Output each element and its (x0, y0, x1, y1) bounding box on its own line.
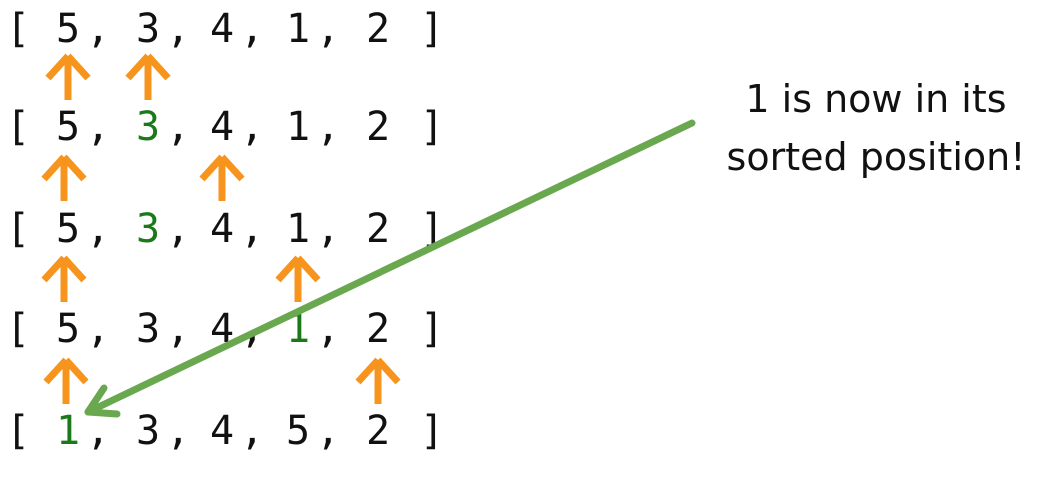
up-arrow-icon (43, 357, 89, 404)
comma: , (86, 6, 110, 52)
array-value-highlighted: 1 (56, 408, 80, 454)
array-value: 1 (286, 104, 310, 150)
array-row: [ 5 , 3 , 4 , 1 , 2 ] (6, 104, 444, 150)
open-bracket: [ (6, 206, 30, 252)
comma: , (316, 408, 340, 454)
open-bracket: [ (6, 306, 30, 352)
array-value: 4 (210, 206, 234, 252)
comma: , (166, 6, 190, 52)
caption-line-1: 1 is now in its (745, 77, 1006, 121)
open-bracket: [ (6, 6, 30, 52)
comma: , (240, 408, 264, 454)
comma: , (316, 306, 340, 352)
up-arrow-icon (41, 255, 87, 302)
comma: , (316, 6, 340, 52)
array-value: 5 (56, 6, 80, 52)
up-arrow-icon (45, 53, 91, 100)
array-value-highlighted: 3 (136, 206, 160, 252)
callout-arrow-shaft (84, 119, 696, 416)
array-value: 2 (366, 104, 390, 150)
array-value: 4 (210, 408, 234, 454)
array-value: 5 (56, 306, 80, 352)
array-value: 3 (136, 6, 160, 52)
array-row: [ 5 , 3 , 4 , 1 , 2 ] (6, 6, 444, 52)
close-bracket: ] (420, 104, 444, 150)
comma: , (166, 306, 190, 352)
comma: , (240, 206, 264, 252)
array-value-highlighted: 3 (136, 104, 160, 150)
array-value: 1 (286, 6, 310, 52)
array-value: 5 (286, 408, 310, 454)
array-row: [ 1 , 3 , 4 , 5 , 2 ] (6, 408, 444, 454)
array-value: 2 (366, 408, 390, 454)
comma: , (240, 104, 264, 150)
up-arrow-icon (199, 154, 245, 201)
array-value: 3 (136, 408, 160, 454)
array-value: 4 (210, 6, 234, 52)
array-value: 1 (286, 206, 310, 252)
array-value: 4 (210, 104, 234, 150)
arrow-head-icon (84, 384, 121, 418)
open-bracket: [ (6, 408, 30, 454)
caption: 1 is now in its sorted position! (727, 77, 1026, 179)
array-value: 5 (56, 104, 80, 150)
comma: , (86, 104, 110, 150)
callout-arrow (84, 119, 696, 418)
up-arrow-icon (41, 154, 87, 201)
comma: , (166, 104, 190, 150)
array-row: [ 5 , 3 , 4 , 1 , 2 ] (6, 206, 444, 252)
array-value: 2 (366, 6, 390, 52)
array-value: 2 (366, 206, 390, 252)
caption-line-2: sorted position! (727, 135, 1026, 179)
array-value: 3 (136, 306, 160, 352)
close-bracket: ] (420, 6, 444, 52)
comma: , (316, 104, 340, 150)
array-value: 5 (56, 206, 80, 252)
up-arrow-icon (275, 255, 321, 302)
comma: , (86, 206, 110, 252)
close-bracket: ] (420, 306, 444, 352)
comma: , (166, 206, 190, 252)
open-bracket: [ (6, 104, 30, 150)
comparison-pointers (41, 53, 401, 404)
comma: , (316, 206, 340, 252)
up-arrow-icon (355, 357, 401, 404)
close-bracket: ] (420, 408, 444, 454)
comma: , (240, 6, 264, 52)
array-value: 2 (366, 306, 390, 352)
comma: , (166, 408, 190, 454)
up-arrow-icon (125, 53, 171, 100)
comma: , (86, 306, 110, 352)
